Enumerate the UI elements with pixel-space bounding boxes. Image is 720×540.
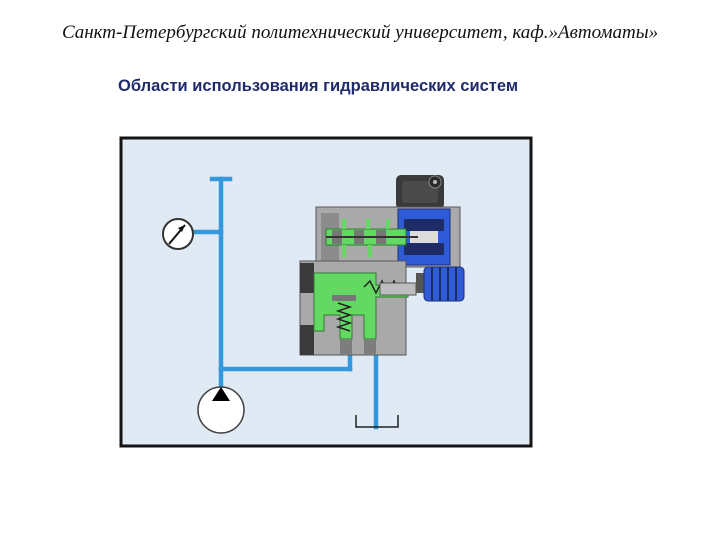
university-header: Санкт-Петербургский политехнический унив… (61, 22, 659, 43)
hydraulic-lines (189, 176, 379, 430)
proportional-valve-assembly (299, 175, 465, 356)
tank-reservoir-icon (355, 415, 399, 428)
solenoid-connector-icon (396, 175, 444, 209)
slide-title: Области использования гидравлических сис… (118, 77, 519, 95)
hydraulic-diagram-svg (119, 136, 533, 448)
hydraulic-diagram (118, 135, 534, 451)
pressure-gauge-icon (162, 218, 194, 250)
hydraulic-pump-icon (197, 386, 245, 434)
return-spring (335, 302, 353, 332)
adjustment-knob-icon (416, 266, 465, 302)
